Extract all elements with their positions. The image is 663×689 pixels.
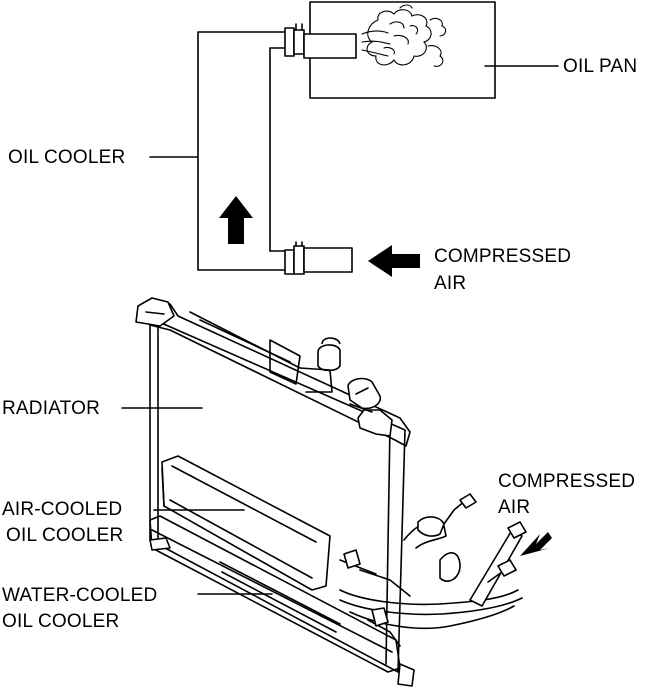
flow-up-arrow-icon — [219, 196, 253, 244]
spray-cloud — [361, 4, 447, 67]
oil-cooler-label: OIL COOLER — [8, 147, 126, 168]
compressed-air-bottom-label-line2: AIR — [498, 497, 531, 518]
upper-hose-fitting — [284, 23, 357, 59]
radiator-assembly — [135, 297, 527, 687]
oil-pan-label: OIL PAN — [563, 56, 638, 77]
lower-hose-fitting — [284, 241, 353, 275]
radiator-label: RADIATOR — [2, 398, 101, 419]
water-cooled-label-line1: WATER-COOLED — [2, 585, 158, 606]
air-diagonal-arrow-icon — [520, 532, 552, 556]
compressed-air-top-label-line1: COMPRESSED — [434, 246, 572, 267]
compressed-air-bottom-label-line1: COMPRESSED — [498, 471, 636, 492]
compressed-air-top-label-line2: AIR — [434, 273, 467, 294]
air-cooled-label-line2: OIL COOLER — [6, 525, 124, 546]
oil-cooler-loop — [197, 31, 288, 271]
air-left-arrow-icon — [368, 245, 420, 277]
water-cooled-label-line2: OIL COOLER — [2, 611, 120, 632]
air-cooled-label-line1: AIR-COOLED — [2, 499, 123, 520]
